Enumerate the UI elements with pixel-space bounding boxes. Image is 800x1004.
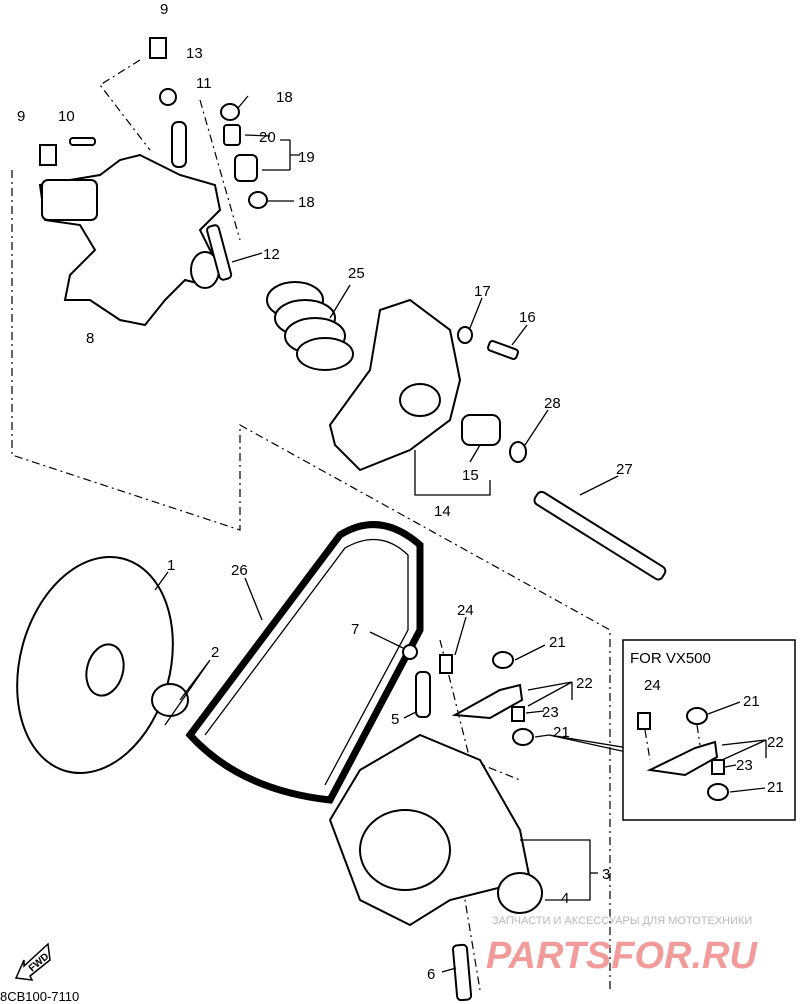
- pin-24: [439, 654, 453, 674]
- callout-21b: 21: [553, 724, 570, 741]
- callout-13: 13: [186, 45, 203, 62]
- fwd-arrow-icon: FWD: [14, 942, 51, 981]
- inset-callout-22: 22: [767, 734, 784, 751]
- callout-16: 16: [519, 309, 536, 326]
- slider-9-top: [149, 37, 167, 59]
- callout-labels: 9 13 11 18 20 19 18 9 10 12 8 25 17 16 2…: [17, 1, 633, 983]
- weight-22: [451, 683, 524, 720]
- watermark: ЗАПЧАСТИ И АКСЕССУАРЫ ДЛЯ МОТОТЕХНИКИ PA…: [486, 915, 758, 977]
- callout-8: 8: [86, 330, 94, 347]
- callout-3: 3: [602, 866, 610, 883]
- callout-14: 14: [434, 503, 451, 520]
- inset-collar-23: [711, 759, 725, 775]
- inset-callout-21b: 21: [767, 779, 784, 796]
- callout-5: 5: [391, 711, 399, 728]
- washer-21: [492, 651, 514, 669]
- callout-6: 6: [427, 966, 435, 983]
- callout-24: 24: [457, 602, 474, 619]
- callout-26: 26: [231, 562, 248, 579]
- callout-9b: 9: [17, 108, 25, 125]
- callout-23: 23: [542, 704, 559, 721]
- inset-weight-22: [646, 740, 719, 777]
- callout-4: 4: [561, 890, 569, 907]
- pin-11: [171, 121, 187, 168]
- inset-callout-21: 21: [743, 693, 760, 710]
- washer-21b: [512, 728, 534, 746]
- inset-washer-21b: [707, 783, 729, 801]
- callout-21: 21: [549, 634, 566, 651]
- nut-13: [159, 88, 177, 106]
- callout-10: 10: [58, 108, 75, 125]
- washer-18: [220, 103, 240, 121]
- spider-assembly: [38, 37, 268, 327]
- callout-17: 17: [474, 283, 491, 300]
- spring-and-cover: [266, 281, 667, 581]
- inset-callout-23: 23: [736, 757, 753, 774]
- collar-23: [511, 706, 525, 722]
- callout-18: 18: [276, 89, 293, 106]
- washer-18b: [248, 191, 268, 209]
- callout-28: 28: [544, 395, 561, 412]
- inset-pin-24: [637, 712, 651, 730]
- pin-10: [69, 137, 96, 146]
- callout-15: 15: [462, 467, 479, 484]
- callout-12: 12: [263, 246, 280, 263]
- leader-lines: [154, 95, 641, 973]
- v-belt-26: [185, 521, 424, 804]
- bolt-12: [206, 224, 233, 281]
- oil-seal-4: [497, 872, 543, 914]
- callout-11: 11: [196, 75, 212, 92]
- inset-washer-21: [686, 707, 708, 725]
- watermark-tagline: ЗАПЧАСТИ И АКСЕССУАРЫ ДЛЯ МОТОТЕХНИКИ: [492, 915, 752, 927]
- callout-20: 20: [259, 129, 276, 146]
- callout-25: 25: [348, 265, 365, 282]
- watermark-brand: PARTSFOR.RU: [486, 935, 758, 977]
- callout-2: 2: [211, 644, 219, 661]
- spring-25: [266, 281, 354, 371]
- inset-vx500: FOR VX500 24 21 22 23 21: [622, 639, 796, 821]
- callout-22: 22: [576, 675, 593, 692]
- movable-sheave: [328, 644, 543, 1002]
- collar-20: [223, 124, 241, 146]
- washer-28: [509, 441, 527, 463]
- callout-9: 9: [160, 1, 168, 18]
- bolt-16: [487, 340, 519, 360]
- bushing-19: [234, 154, 258, 182]
- slider-9: [39, 144, 57, 166]
- callout-19: 19: [298, 149, 315, 166]
- drawing-code: 8CB100-7110: [0, 989, 79, 1004]
- bushing-15: [461, 414, 501, 446]
- bolt-6: [452, 943, 473, 1002]
- washer-17: [457, 326, 473, 344]
- callout-27: 27: [616, 461, 633, 478]
- callout-7: 7: [351, 621, 359, 638]
- cover-14: [328, 298, 462, 472]
- pulley-and-belt: [16, 521, 424, 804]
- inset-callout-24: 24: [644, 677, 661, 694]
- pin-5: [415, 671, 431, 718]
- callout-1: 1: [167, 557, 175, 574]
- callout-18b: 18: [298, 194, 315, 211]
- nut-7: [402, 644, 418, 660]
- inset-title: FOR VX500: [630, 650, 711, 667]
- bolt-27: [533, 490, 667, 581]
- collar-2: [151, 683, 189, 717]
